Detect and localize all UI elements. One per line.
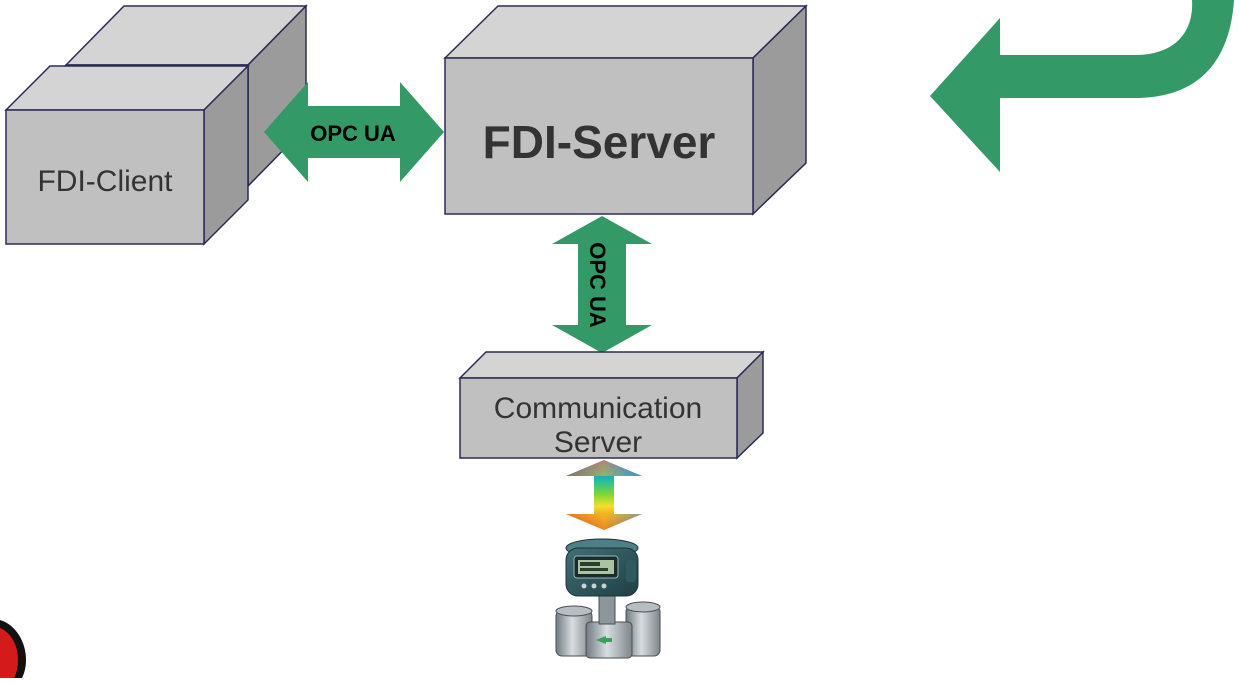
opc-ua-vertical-arrow: OPC UA [552,216,652,353]
communication-server-label-line2: Server [554,426,642,459]
curved-return-arrow-icon [930,0,1234,172]
fieldbus-arrow-icon [566,460,642,530]
fdi-client-box: FDI-Client [4,64,250,246]
communication-server-label-line1: Communication [494,392,702,425]
fdi-server-label: FDI-Server [483,116,716,168]
fdi-server-box: FDI-Server [443,4,808,216]
opc-ua-horizontal-arrow: OPC UA [264,82,444,182]
opc-ua-horizontal-label: OPC UA [310,121,396,146]
flowmeter-device-icon [555,538,661,659]
partial-red-icon [0,620,26,678]
communication-server-box: Communication Server [458,350,765,460]
fdi-client-label: FDI-Client [37,165,173,198]
opc-ua-vertical-label: OPC UA [585,242,610,328]
